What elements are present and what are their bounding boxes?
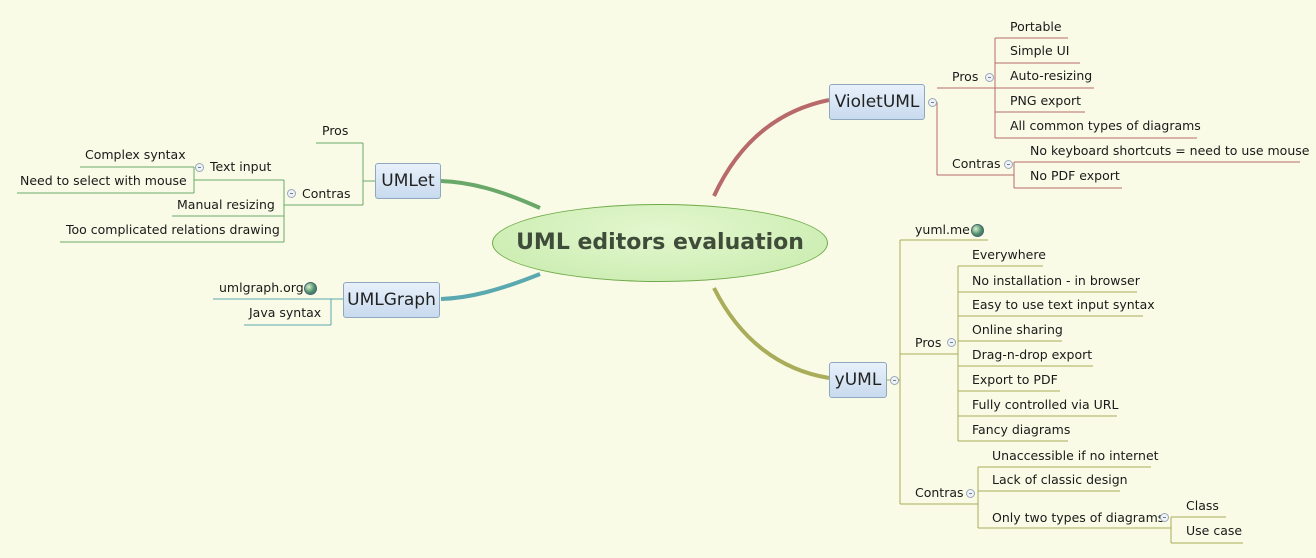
umlet-text-input-item[interactable]: Complex syntax — [85, 147, 186, 162]
globe-icon[interactable] — [971, 224, 984, 237]
umlet-manual-resizing[interactable]: Manual resizing — [177, 197, 275, 212]
yuml-contra-item[interactable]: Unaccessible if no internet — [992, 448, 1159, 463]
branch-yuml — [712, 287, 830, 380]
violetuml-pro-item[interactable]: All common types of diagrams — [1010, 118, 1201, 133]
yuml-pro-item[interactable]: No installation - in browser — [972, 273, 1140, 288]
umlet-text-input-item[interactable]: Need to select with mouse — [20, 173, 187, 188]
globe-icon[interactable] — [304, 282, 317, 295]
umlgraph-node[interactable]: UMLGraph — [343, 282, 440, 318]
violetuml-contra-item[interactable]: No PDF export — [1030, 168, 1120, 183]
yuml-contras-toggle[interactable] — [966, 489, 975, 498]
violetuml-pro-item[interactable]: Simple UI — [1010, 43, 1070, 58]
umlet-node[interactable]: UMLet — [375, 163, 441, 199]
yuml-two-types-label[interactable]: Only two types of diagrams — [992, 510, 1165, 525]
yuml-collapse-toggle[interactable] — [890, 376, 899, 385]
umlet-relations-drawing[interactable]: Too complicated relations drawing — [66, 222, 280, 237]
umlgraph-java-syntax[interactable]: Java syntax — [249, 305, 322, 320]
umlet-text-input-toggle[interactable] — [195, 163, 204, 172]
yuml-node[interactable]: yUML — [829, 362, 887, 398]
yuml-pro-item[interactable]: Easy to use text input syntax — [972, 297, 1155, 312]
umlet-contras-toggle[interactable] — [287, 189, 296, 198]
yuml-pros-toggle[interactable] — [947, 338, 956, 347]
violetuml-contras-label[interactable]: Contras — [952, 156, 1001, 171]
yuml-pro-item[interactable]: Fancy diagrams — [972, 422, 1071, 437]
violetuml-pros-toggle[interactable] — [985, 73, 994, 82]
branch-umlet — [440, 179, 541, 210]
violetuml-collapse-toggle[interactable] — [928, 98, 937, 107]
central-topic[interactable]: UML editors evaluation — [492, 204, 828, 282]
violetuml-pro-item[interactable]: PNG export — [1010, 93, 1082, 108]
yuml-pro-item[interactable]: Fully controlled via URL — [972, 397, 1119, 412]
umlet-text-input-label[interactable]: Text input — [210, 159, 272, 174]
yuml-pro-item[interactable]: Online sharing — [972, 322, 1063, 337]
branch-violet — [712, 98, 830, 197]
yuml-link[interactable]: yuml.me — [915, 222, 970, 237]
violetuml-pro-item[interactable]: Auto-resizing — [1010, 68, 1093, 83]
violetuml-pros-label[interactable]: Pros — [952, 69, 979, 84]
yuml-contra-item[interactable]: Lack of classic design — [992, 472, 1128, 487]
branch-umlgraph — [440, 272, 541, 301]
yuml-pros-label[interactable]: Pros — [915, 335, 942, 350]
yuml-pro-item[interactable]: Everywhere — [972, 247, 1046, 262]
violetuml-contras-toggle[interactable] — [1004, 160, 1013, 169]
violetuml-node[interactable]: VioletUML — [829, 84, 925, 120]
yuml-two-types-toggle[interactable] — [1160, 513, 1169, 522]
yuml-pro-item[interactable]: Export to PDF — [972, 372, 1058, 387]
umlet-pros-label[interactable]: Pros — [322, 123, 349, 138]
violetuml-pro-item[interactable]: Portable — [1010, 19, 1062, 34]
violetuml-contra-item[interactable]: No keyboard shortcuts = need to use mous… — [1030, 143, 1310, 158]
yuml-pro-item[interactable]: Drag-n-drop export — [972, 347, 1093, 362]
yuml-contras-label[interactable]: Contras — [915, 485, 964, 500]
umlet-contras-label[interactable]: Contras — [302, 186, 351, 201]
yuml-two-types-item[interactable]: Use case — [1186, 523, 1243, 538]
umlgraph-link[interactable]: umlgraph.org — [219, 280, 304, 295]
yuml-two-types-item[interactable]: Class — [1186, 498, 1219, 513]
